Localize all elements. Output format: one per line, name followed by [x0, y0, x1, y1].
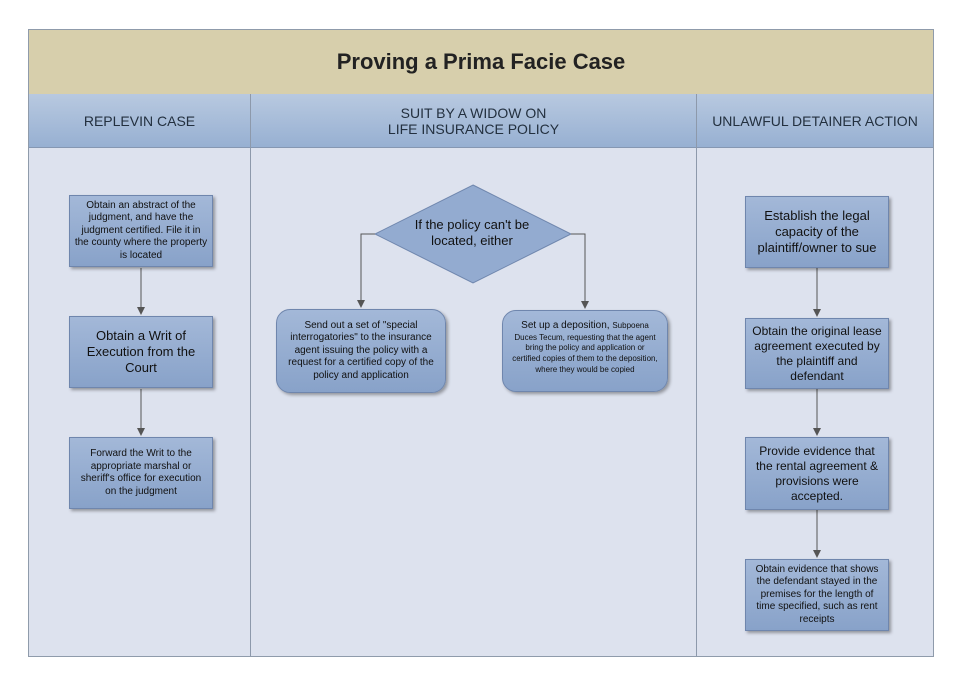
- replevin-step-3: Forward the Writ to the appropriate mars…: [69, 437, 213, 509]
- replevin-step-2: Obtain a Writ of Execution from the Cour…: [69, 316, 213, 388]
- detainer-step-1: Establish the legal capacity of the plai…: [745, 196, 889, 268]
- widow-option-interrogatories: Send out a set of "special interrogatori…: [276, 309, 446, 393]
- deposition-detail: Subpoena Duces Tecum, requesting that th…: [512, 321, 658, 374]
- widow-option-deposition: Set up a deposition, Subpoena Duces Tecu…: [502, 310, 668, 392]
- diagram-title: Proving a Prima Facie Case: [336, 49, 626, 74]
- lane-header-detainer-label: UNLAWFUL DETAINER ACTION: [712, 112, 918, 129]
- detainer-step-4: Obtain evidence that shows the defendant…: [745, 559, 889, 631]
- arrow-decision-left: [357, 233, 375, 308]
- replevin-step-1: Obtain an abstract of the judgment, and …: [69, 195, 213, 267]
- lane-header-widow-label: SUIT BY A WIDOW ON LIFE INSURANCE POLICY: [387, 104, 560, 137]
- lane-header-widow: SUIT BY A WIDOW ON LIFE INSURANCE POLICY: [251, 94, 696, 148]
- lane-header-replevin: REPLEVIN CASE: [29, 94, 250, 148]
- detainer-step-2: Obtain the original lease agreement exec…: [745, 318, 889, 389]
- decision-label: If the policy can't be located, either: [414, 216, 530, 248]
- arrow-decision-right: [571, 233, 589, 309]
- lane-header-replevin-label: REPLEVIN CASE: [83, 112, 196, 129]
- lane-header-detainer: UNLAWFUL DETAINER ACTION: [697, 94, 933, 148]
- detainer-step-3: Provide evidence that the rental agreeme…: [745, 437, 889, 510]
- decision-diamond: [373, 184, 573, 284]
- deposition-lead: Set up a deposition,: [521, 320, 613, 331]
